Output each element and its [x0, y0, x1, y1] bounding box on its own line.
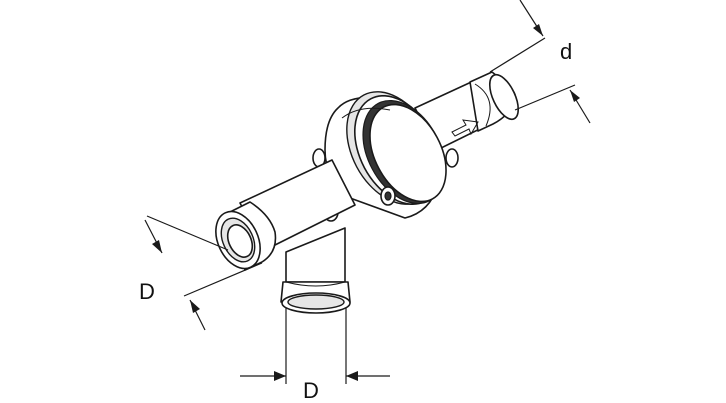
- flow-arrow-icon: [451, 119, 479, 137]
- outlet-diameter-label: d: [560, 39, 573, 64]
- branch-diameter-label: D: [303, 378, 319, 403]
- branch-pipe: [280, 227, 351, 314]
- inlet-diameter-label: D: [139, 279, 155, 304]
- outlet-pipe: [414, 71, 520, 151]
- valve-body: [312, 91, 459, 222]
- dimension-outlet: [489, 0, 591, 124]
- dimension-branch: [240, 308, 390, 384]
- inlet-pipe: [215, 159, 356, 271]
- dimension-inlet: [144, 215, 263, 331]
